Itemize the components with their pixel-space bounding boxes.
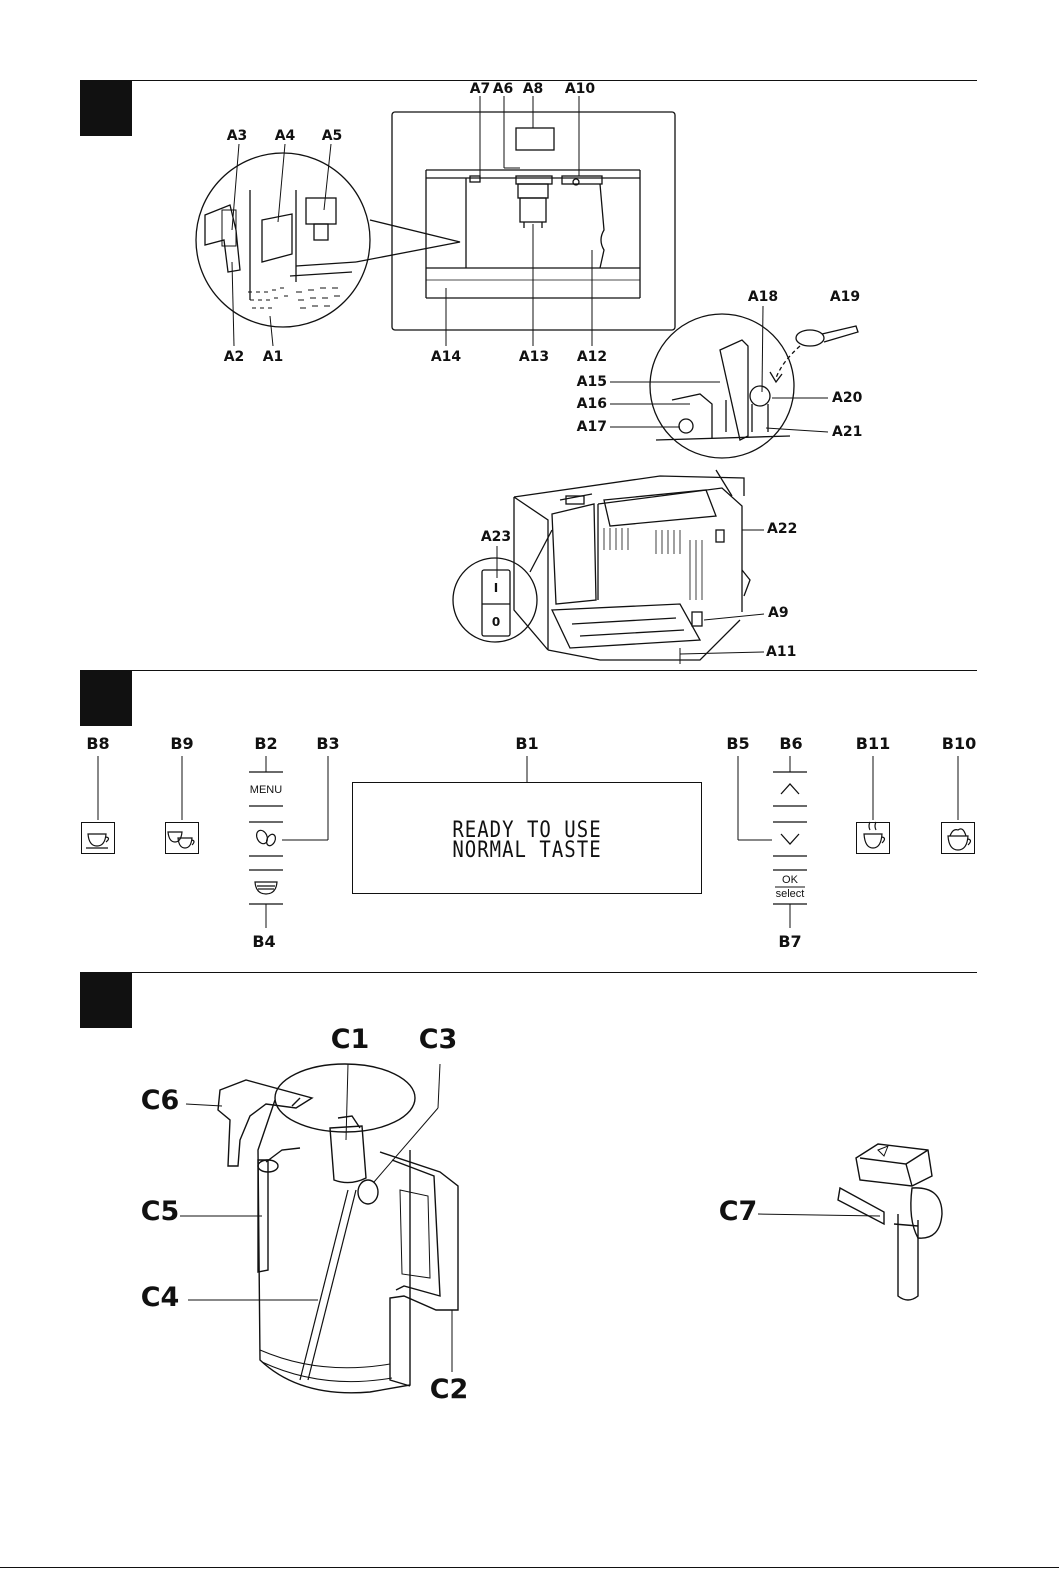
label-c4: C4 bbox=[141, 1284, 180, 1311]
label-c7: C7 bbox=[719, 1198, 758, 1225]
label-c2: C2 bbox=[430, 1376, 469, 1403]
label-c5: C5 bbox=[141, 1198, 180, 1225]
label-c1: C1 bbox=[331, 1026, 370, 1053]
page-bottom-rule bbox=[0, 1567, 1059, 1568]
label-c6: C6 bbox=[141, 1087, 180, 1114]
frother-nozzle bbox=[838, 1144, 942, 1300]
label-c3: C3 bbox=[419, 1026, 458, 1053]
section-c-leaders bbox=[180, 1064, 880, 1372]
milk-carafe bbox=[218, 1064, 458, 1393]
